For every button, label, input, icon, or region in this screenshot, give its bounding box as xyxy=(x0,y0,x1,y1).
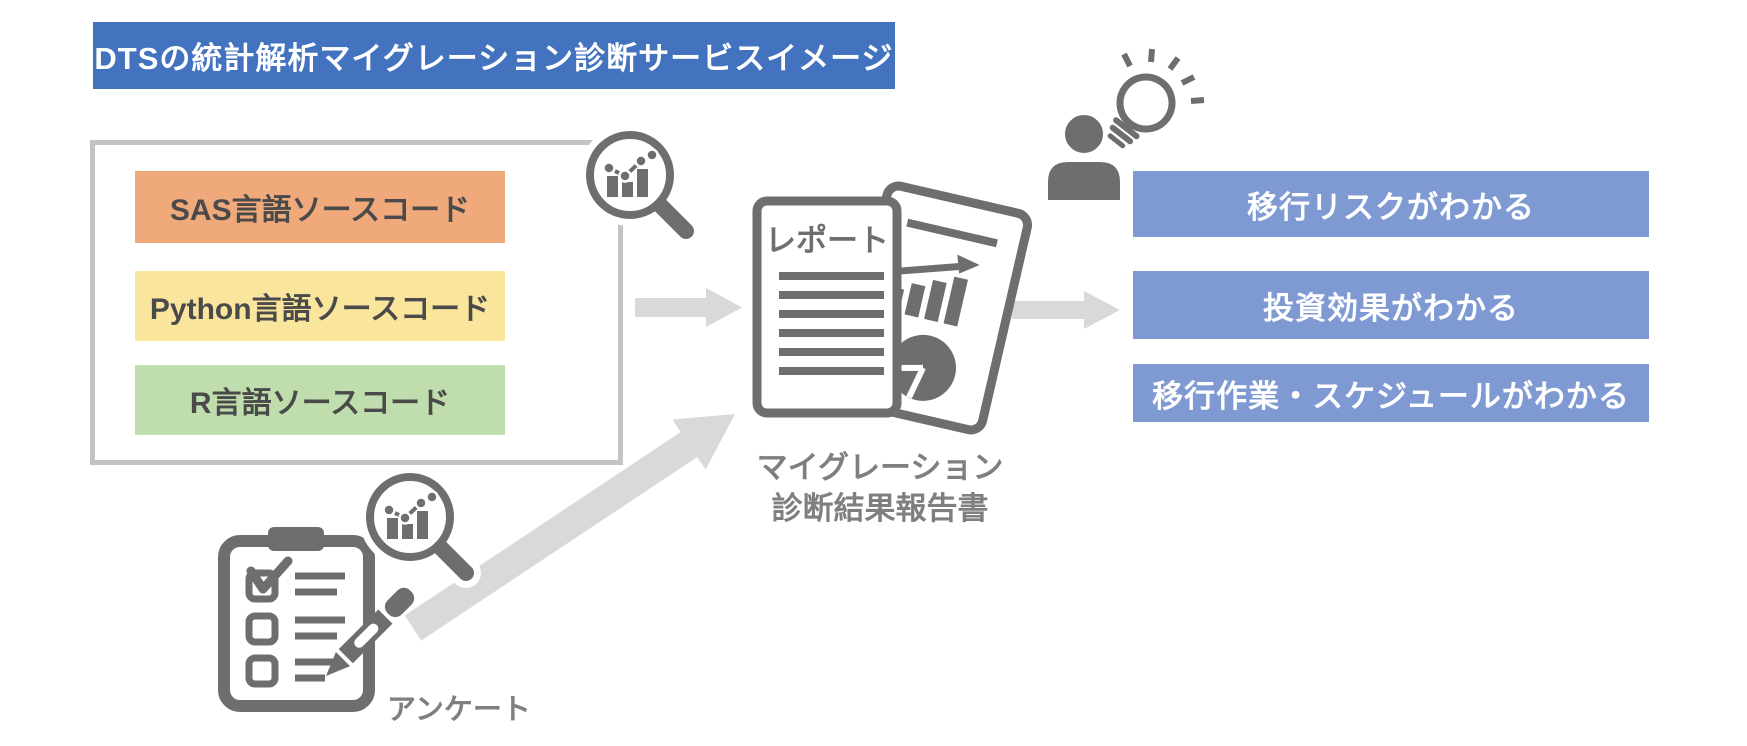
title-banner: DTSの統計解析マイグレーション診断サービスイメージ xyxy=(93,22,895,89)
arrow-sources-to-report xyxy=(635,288,742,327)
source-bar-sas: SAS言語ソースコード xyxy=(135,171,505,243)
outcome-bar-risk: 移行リスクがわかる xyxy=(1133,171,1649,237)
report-documents-icon: レポート xyxy=(752,181,1033,435)
clipboard-checklist-icon xyxy=(218,527,415,712)
magnifier-chart-icon-bottom xyxy=(370,477,466,573)
report-title-text: レポート xyxy=(765,223,889,258)
lightbulb-idea-icon xyxy=(1107,48,1205,149)
outcome-bar-roi: 投資効果がわかる xyxy=(1133,271,1649,339)
pen-icon xyxy=(326,587,415,676)
outcome-bar-schedule: 移行作業・スケジュールがわかる xyxy=(1133,364,1649,422)
report-front-page xyxy=(752,196,902,418)
checkmark-icon xyxy=(246,556,293,594)
magnifier-chart-icon-top xyxy=(590,135,686,231)
outcome-bar-risk-label: 移行リスクがわかる xyxy=(1247,189,1535,225)
survey-caption: アンケート xyxy=(387,694,531,726)
report-caption-line2: 診断結果報告書 xyxy=(771,491,989,526)
trend-arrowhead xyxy=(957,254,980,274)
report-caption-line1: マイグレーション xyxy=(756,450,1004,485)
arrow-survey-to-report xyxy=(404,414,735,641)
arrow-report-to-outcomes xyxy=(1012,291,1120,329)
outcome-bar-roi-label: 投資効果がわかる xyxy=(1263,290,1519,326)
outcome-bar-schedule-label: 移行作業・スケジュールがわかる xyxy=(1152,378,1630,414)
title-text: DTSの統計解析マイグレーション診断サービスイメージ xyxy=(94,41,894,76)
source-bar-sas-label: SAS言語ソースコード xyxy=(169,194,471,227)
source-group-box xyxy=(90,140,623,465)
report-caption: マイグレーション 診断結果報告書 xyxy=(705,447,1055,529)
source-bar-r: R言語ソースコード xyxy=(135,365,505,435)
clipboard-clip xyxy=(268,527,324,551)
source-bar-python-label: Python言語ソースコード xyxy=(149,293,491,326)
source-bar-python: Python言語ソースコード xyxy=(135,271,505,341)
lightbulb-rays xyxy=(1121,48,1205,104)
person-icon xyxy=(1048,111,1120,200)
source-bar-r-label: R言語ソースコード xyxy=(189,387,451,420)
